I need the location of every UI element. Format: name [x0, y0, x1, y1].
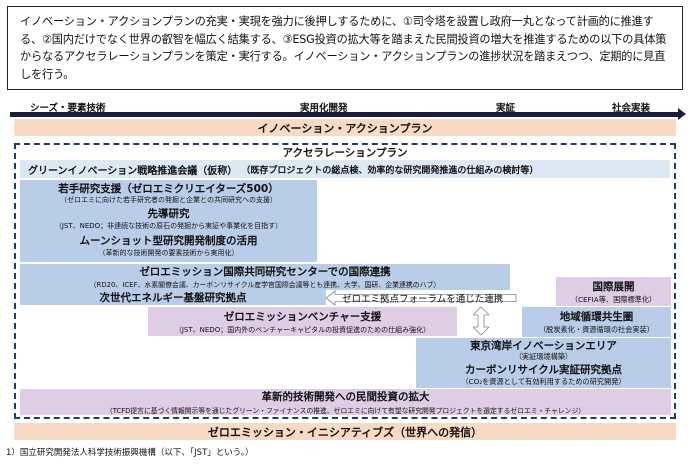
young-sub: （ゼロエミに向けた若手研究者の発掘と企業との共同研究への支援） — [60, 196, 277, 204]
region-box: 地域循環共生圏 （脱炭素化・資源循環の社会実装） — [522, 307, 671, 337]
carbon-title: カーボンリサイクル実証研究拠点 — [465, 363, 622, 376]
forum-label: ゼロエミ拠点フォーラムを通じた連携 — [342, 294, 504, 305]
acceleration-plan-frame — [14, 143, 676, 419]
footnote: 1）国立研究開発法人科学技術振興機構（以下、「JST」という。） — [6, 448, 254, 458]
sendo-sub: （JST、NEDO；非連続な技術の原石の発掘から実証や事業化を目指す） — [54, 221, 283, 230]
green-council-box: グリーンイノベーション戦略推進会議（仮称） （既存プロジェクトの総点検、効率的な… — [20, 160, 670, 178]
carbon-sub: （CO₂を資源として有効利用するための研究開発） — [461, 376, 626, 386]
moonshot-title-wrap: ムーンショット型研究開発制度の活用 — [20, 233, 317, 247]
tokyo-sub: （実証環境構築） — [514, 352, 573, 361]
intl-title: 国際展開 — [592, 280, 635, 293]
region-title: 地域循環共生圏 — [559, 311, 634, 323]
acceleration-plan-title: アクセラレーションプラン — [282, 146, 408, 159]
tokyo-carbon-box — [416, 338, 671, 388]
intl-sub: （CEFIA等、国際標準化） — [570, 294, 657, 304]
tokyo-sub-wrap: （実証環境構築） — [416, 352, 671, 362]
private-investment-title: 革新的技術開発への民間投資の拡大 — [261, 391, 430, 403]
zero-center-title-wrap: ゼロエミッション国際共同研究センターでの国際連携 — [20, 264, 510, 278]
zero-center-sub-wrap: （RD20、ICEF、水素閣僚会議、カーボンリサイクル産学官国際会議等とも連携、… — [20, 278, 510, 289]
tokyo-title-wrap: 東京湾岸イノベーションエリア — [416, 338, 671, 352]
young-title-wrap: 若手研究支援（ゼロエミクリエイターズ500） — [20, 181, 317, 195]
green-council-sub: （既存プロジェクトの総点検、効率的な研究開発推進の仕組みの検討等） — [241, 165, 539, 176]
initiatives-bar: ゼロエミッション・イニシアティブズ（世界への発信） — [14, 423, 676, 440]
region-sub: （脱炭素化・資源循環の社会実装） — [538, 325, 654, 334]
stage-seeds: シーズ・要素技術 — [30, 103, 106, 114]
next-energy-title: 次世代エネルギー基盤研究拠点 — [99, 292, 247, 304]
tokyo-title: 東京湾岸イノベーションエリア — [470, 339, 617, 352]
link-arrow-icon — [473, 307, 489, 335]
carbon-title-wrap: カーボンリサイクル実証研究拠点 — [416, 362, 671, 376]
intl-box: 国際展開 （CEFIA等、国際標準化） — [556, 277, 671, 306]
young-title: 若手研究支援（ゼロエミクリエイターズ500） — [58, 182, 279, 195]
venture-title: ゼロエミッションベンチャー支援 — [223, 310, 382, 323]
green-council-title: グリーンイノベーション戦略推進会議（仮称） — [28, 165, 238, 177]
carbon-sub-wrap: （CO₂を資源として有効利用するための研究開発） — [416, 376, 671, 387]
young-sub-wrap: （ゼロエミに向けた若手研究者の発掘と企業との共同研究への支援） — [20, 195, 317, 205]
stage-implementation: 社会実装 — [612, 103, 651, 114]
stage-development: 実用化開発 — [300, 103, 348, 114]
private-investment-sub: （TCFD提言に基づく情報開示等を通じたグリーン・ファイナンスの推進、ゼロエミに… — [105, 407, 586, 415]
stage-arrow — [10, 108, 686, 120]
moonshot-title: ムーンショット型研究開発制度の活用 — [79, 234, 258, 247]
innovation-plan-label: イノベーション・アクションプラン — [257, 121, 433, 135]
next-energy-box: 次世代エネルギー基盤研究拠点 — [20, 290, 326, 305]
research-support-box — [20, 180, 317, 262]
private-investment-box: 革新的技術開発への民間投資の拡大 （TCFD提言に基づく情報開示等を通じたグリー… — [20, 389, 671, 415]
zero-center-box — [20, 264, 510, 290]
sendo-sub-wrap: （JST、NEDO；非連続な技術の原石の発掘から実証や事業化を目指す） — [20, 220, 317, 231]
sendo-title-wrap: 先導研究 — [20, 206, 317, 220]
stage-demonstration: 実証 — [496, 103, 516, 114]
moonshot-sub-wrap: （革新的な技術開発の要素技術から実用化） — [20, 247, 317, 258]
venture-box: ゼロエミッションベンチャー支援 （JST、NEDO；国内外のベンチャーキャピタル… — [148, 307, 457, 336]
acceleration-plan-title-box: アクセラレーションプラン — [14, 145, 676, 159]
sendo-title: 先導研究 — [147, 207, 190, 220]
zero-center-sub: （RD20、ICEF、水素閣僚会議、カーボンリサイクル産学官国際会議等とも連携、… — [89, 280, 441, 289]
innovation-plan-bar: イノベーション・アクションプラン — [14, 119, 676, 136]
zero-center-title: ゼロエミッション国際共同研究センターでの国際連携 — [139, 265, 391, 278]
venture-sub: （JST、NEDO；国内外のベンチャーキャピタルの投資促進のための仕組み強化） — [174, 325, 431, 334]
forum-arrow — [326, 290, 517, 306]
intro-text: イノベーション・アクションプランの充実・実現を強力に後押しするために、①司令塔を… — [7, 6, 683, 90]
initiatives-label: ゼロエミッション・イニシアティブズ（世界への発信） — [207, 425, 483, 439]
moonshot-sub: （革新的な技術開発の要素技術から実用化） — [98, 248, 239, 257]
